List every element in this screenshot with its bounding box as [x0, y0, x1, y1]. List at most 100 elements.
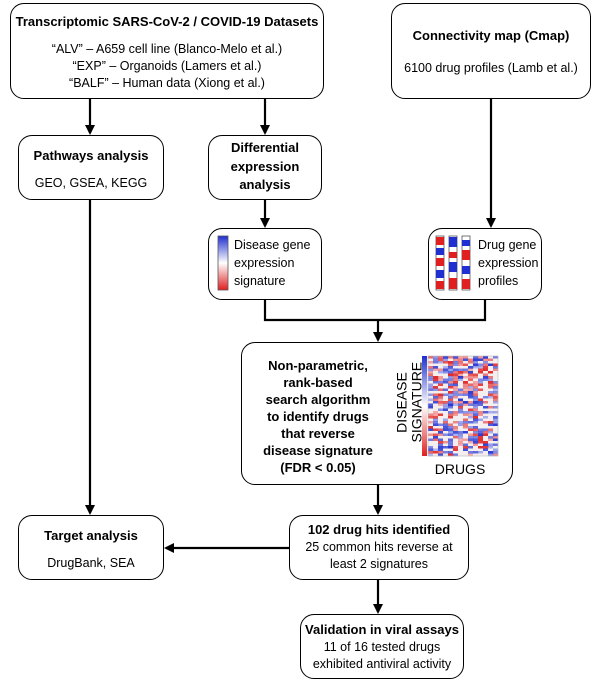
heatmap-cell: [443, 386, 449, 389]
heatmap-cell: [453, 411, 459, 414]
heatmap-cell: [438, 381, 444, 384]
heatmap-cell: [458, 411, 464, 414]
heatmap-cell: [453, 423, 459, 427]
heatmap-cell: [478, 368, 484, 372]
heatmap-cell: [468, 413, 474, 417]
heatmap-cell: [428, 423, 434, 427]
heatmap-cell: [473, 376, 479, 379]
heatmap-cell: [448, 366, 454, 369]
heatmap-cell: [448, 431, 454, 434]
heatmap-cell: [458, 446, 464, 449]
heatmap-cell: [488, 451, 494, 454]
heatmap-cell: [443, 448, 449, 452]
heatmap-cell: [428, 403, 434, 407]
heatmap-cell: [453, 436, 459, 439]
heatmap-cell: [478, 401, 484, 404]
heatmap-cell: [443, 358, 449, 362]
heatmap-cell: [483, 368, 489, 372]
heatmap-cell: [428, 393, 434, 397]
heatmap-cell: [453, 383, 459, 387]
validation-line-1: 11 of 16 tested drugs: [323, 640, 441, 654]
heatmap-cell: [428, 408, 434, 412]
heatmap-cell: [478, 361, 484, 364]
heatmap-cell: [443, 403, 449, 407]
heatmap-cell: [433, 426, 439, 429]
heatmap-cell: [458, 383, 464, 387]
heatmap-cell: [433, 428, 439, 432]
heatmap-cell: [463, 396, 469, 399]
heatmap-cell: [468, 451, 474, 454]
heatmap-cell: [478, 376, 484, 379]
disease-signature-line-1: Disease gene: [234, 238, 311, 252]
heatmap-cell: [478, 438, 484, 442]
heatmap-cell: [468, 368, 474, 372]
heatmap-cell: [488, 426, 494, 429]
heatmap-cell: [428, 433, 434, 437]
heatmap-cell: [443, 356, 449, 359]
heatmap-cell: [483, 403, 489, 407]
heatmap-cell: [458, 371, 464, 374]
heatmap-cell: [493, 436, 499, 439]
heatmap-cell: [453, 391, 459, 394]
heatmap-cell: [443, 373, 449, 377]
heatmap-cell: [473, 421, 479, 424]
heatmap-cell: [463, 451, 469, 454]
cmap-body: 6100 drug profiles (Lamb et al.): [404, 61, 578, 75]
heatmap-cell: [443, 378, 449, 382]
heatmap-cell: [468, 358, 474, 362]
heatmap-cell: [468, 423, 474, 427]
heatmap-cell: [488, 396, 494, 399]
heatmap-cell: [463, 426, 469, 429]
heatmap-cell: [478, 378, 484, 382]
heatmap-cell: [478, 383, 484, 387]
heatmap-cell: [468, 421, 474, 424]
heatmap-cell: [448, 363, 454, 367]
heatmap-cell: [453, 403, 459, 407]
heatmap-cell: [483, 426, 489, 429]
heatmap-ylabel-1: DISEASE: [393, 372, 410, 433]
heatmap-cell: [453, 378, 459, 382]
heatmap-cell: [428, 428, 434, 432]
heatmap-cell: [493, 443, 499, 447]
heatmap-cell: [488, 376, 494, 379]
heatmap-cell: [443, 376, 449, 379]
heatmap-cell: [433, 411, 439, 414]
heatmap-cell: [438, 373, 444, 377]
heatmap-cell: [428, 413, 434, 417]
drug-profiles-box: [428, 228, 542, 300]
heatmap-cell: [478, 443, 484, 447]
heatmap-cell: [453, 356, 459, 359]
heatmap-cell: [468, 383, 474, 387]
heatmap-cell: [483, 398, 489, 402]
heatmap-cell: [453, 446, 459, 449]
heatmap-cell: [483, 433, 489, 437]
heatmap-cell: [438, 421, 444, 424]
heatmap-cell: [443, 411, 449, 414]
heatmap-cell: [433, 421, 439, 424]
heatmap-cell: [468, 366, 474, 369]
heatmap-cell: [468, 386, 474, 389]
heatmap-cell: [458, 403, 464, 407]
heatmap-cell: [438, 451, 444, 454]
heatmap-cell: [458, 436, 464, 439]
heatmap-cell: [473, 371, 479, 374]
heatmap-cell: [433, 406, 439, 409]
heatmap-cell: [463, 441, 469, 444]
heatmap-cell: [463, 431, 469, 434]
heatmap-cell: [468, 408, 474, 412]
heatmap-cell: [458, 358, 464, 362]
heatmap-cell: [493, 446, 499, 449]
heatmap-cell: [438, 416, 444, 419]
heatmap-cell: [478, 366, 484, 369]
heatmap-cell: [493, 393, 499, 397]
hits-box: [289, 515, 469, 580]
heatmap-cell: [458, 386, 464, 389]
heatmap-cell: [473, 398, 479, 402]
heatmap-cell: [428, 391, 434, 394]
heatmap-cell: [438, 436, 444, 439]
heatmap-cell: [428, 401, 434, 404]
heatmap-cell: [478, 381, 484, 384]
heatmap-cell: [473, 446, 479, 449]
heatmap-cell: [438, 431, 444, 434]
heatmap-cell: [478, 356, 484, 359]
